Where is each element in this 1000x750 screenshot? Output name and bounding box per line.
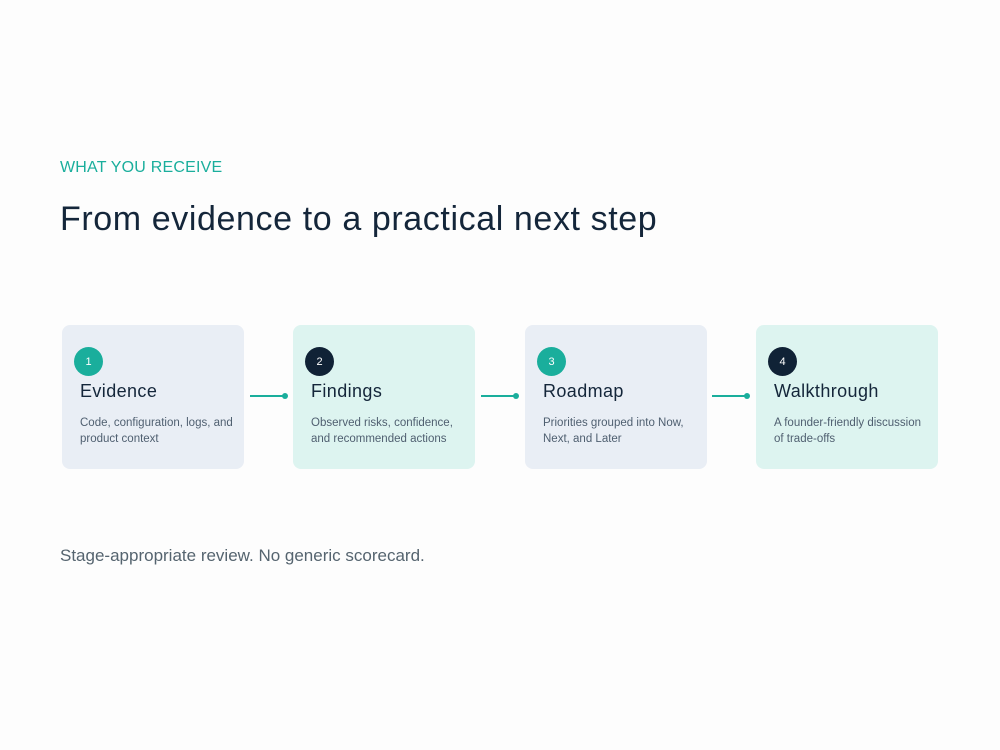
step-number-badge: 3 — [537, 347, 566, 376]
step-title: Walkthrough — [774, 381, 879, 401]
connector-dot — [744, 393, 750, 399]
footnote-text: Stage-appropriate review. No generic sco… — [60, 546, 425, 565]
step-title: Roadmap — [543, 381, 624, 401]
connector-arrow — [712, 393, 750, 399]
step-description: Code, configuration, logs, and product c… — [80, 417, 233, 445]
step-card-walkthrough: 4 Walkthrough A founder-friendly discuss… — [756, 325, 938, 469]
step-title: Findings — [311, 381, 383, 401]
process-steps: 1 Evidence Code, configuration, logs, an… — [62, 325, 938, 469]
step-number-badge: 2 — [305, 347, 334, 376]
step-title: Evidence — [80, 381, 158, 401]
connector-arrow — [481, 393, 519, 399]
page-title: From evidence to a practical next step — [60, 200, 658, 238]
step-card-evidence: 1 Evidence Code, configuration, logs, an… — [62, 325, 244, 469]
connector-dot — [282, 393, 288, 399]
step-description: A founder-friendly discussion of trade-o… — [774, 417, 922, 445]
connector-arrow — [250, 393, 288, 399]
step-card-roadmap: 3 Roadmap Priorities grouped into Now, N… — [525, 325, 707, 469]
step-description: Observed risks, confidence, and recommen… — [311, 417, 453, 445]
step-number-badge: 4 — [768, 347, 797, 376]
eyebrow-label: WHAT YOU RECEIVE — [60, 159, 223, 176]
step-number-badge: 1 — [74, 347, 103, 376]
step-card-findings: 2 Findings Observed risks, confidence, a… — [293, 325, 475, 469]
connector-dot — [513, 393, 519, 399]
step-description: Priorities grouped into Now, Next, and L… — [543, 417, 684, 445]
